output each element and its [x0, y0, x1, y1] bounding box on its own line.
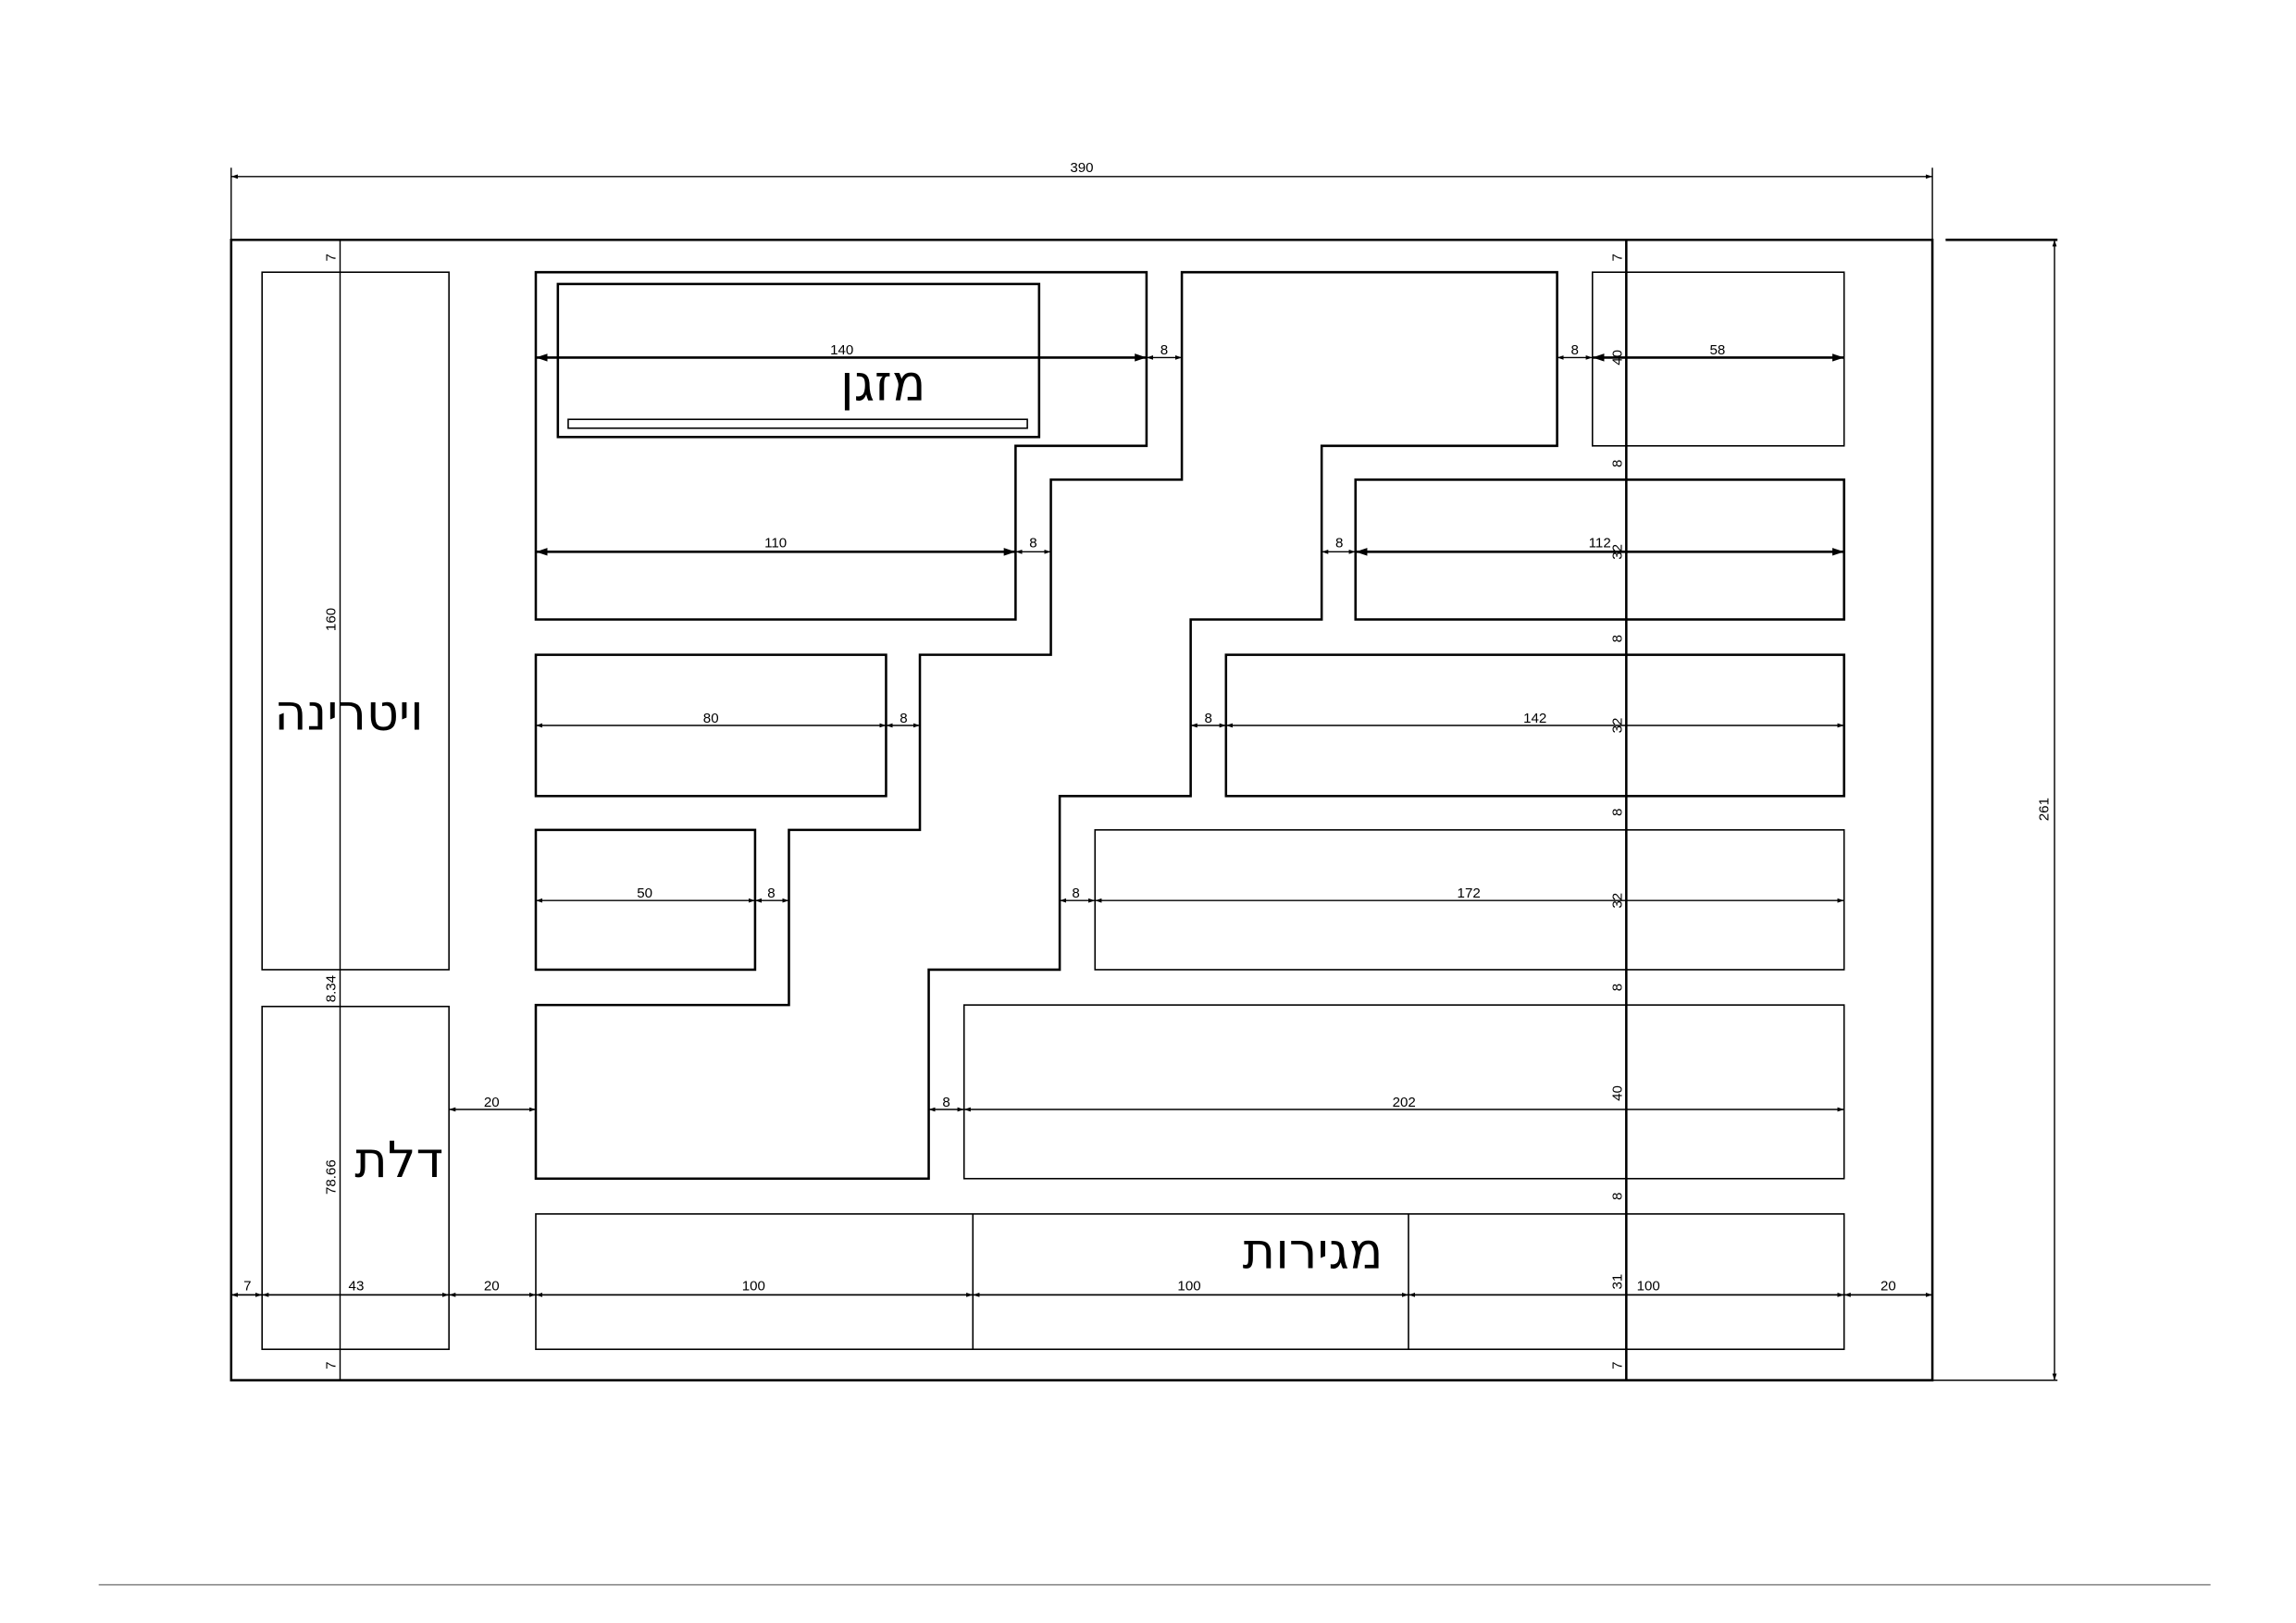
dim-label: 32	[1610, 544, 1626, 560]
dim-label: 7	[324, 1362, 340, 1369]
dim-label: 8	[1570, 342, 1578, 358]
dim-label: 7	[243, 1279, 251, 1295]
dim-label: 40	[1610, 1085, 1626, 1101]
horizontal-dimensions: 140 8 110 8 80 8 50 8 20 8 58 8 112 8 14…	[230, 342, 1933, 1297]
dim-label: 8	[1610, 460, 1626, 467]
dim-label: 8	[900, 711, 907, 726]
left-vertical-dimension: 7 160 8.34 78.66 7	[324, 240, 341, 1381]
central-stepped-panel	[534, 270, 1558, 1181]
dim-label: 20	[484, 1279, 500, 1295]
ac-vent	[567, 418, 1028, 429]
dim-label: 100	[1637, 1279, 1660, 1295]
total-width-dimension: 390	[230, 160, 1933, 241]
dim-label: 8	[1610, 809, 1626, 816]
dim-label: 100	[1177, 1279, 1200, 1295]
dim-label: 7	[1610, 254, 1626, 261]
vitrine-label: ויטרינה	[274, 684, 423, 742]
dim-label: 7	[1610, 1362, 1626, 1369]
room-outline	[230, 238, 1934, 1381]
door	[261, 1005, 450, 1351]
shelf-58	[1591, 271, 1845, 447]
dim-label: 8	[942, 1095, 949, 1110]
dim-label: 112	[1589, 536, 1611, 551]
dim-label: 40	[1610, 350, 1626, 365]
drawers-unit	[535, 1213, 1845, 1351]
dim-label: 160	[324, 608, 340, 631]
dim-label: 8	[767, 886, 775, 901]
dim-label: 32	[1610, 718, 1626, 734]
dim-label: 50	[637, 886, 652, 901]
dim-label: 8	[1072, 886, 1079, 901]
dim-label: 8	[1610, 984, 1626, 991]
total-height-dimension: 261	[1932, 238, 2058, 1381]
dim-label: 100	[742, 1279, 765, 1295]
dim-label: 142	[1523, 711, 1546, 726]
dim-label: 8	[1335, 536, 1343, 551]
dim-label: 110	[764, 536, 787, 551]
dim-label: 58	[1710, 342, 1726, 358]
door-label: דלת	[354, 1131, 443, 1189]
dim-label: 7	[324, 254, 340, 261]
total-height-label: 261	[2037, 798, 2053, 821]
dim-label: 20	[484, 1095, 500, 1110]
dim-label: 8	[1160, 342, 1168, 358]
dim-label: 8	[1610, 1193, 1626, 1200]
dim-label: 8	[1204, 711, 1211, 726]
ac-unit	[556, 282, 1041, 439]
dim-label: 8	[1029, 536, 1036, 551]
dim-label: 31	[1610, 1274, 1626, 1290]
dim-label: 43	[349, 1279, 365, 1295]
vitrine-cabinet	[261, 271, 450, 971]
total-width-label: 390	[1070, 160, 1093, 176]
dim-label: 172	[1458, 886, 1481, 901]
dim-label: 140	[830, 342, 853, 358]
ac-wall-unit	[534, 270, 1148, 621]
dim-label: 8	[1610, 635, 1626, 642]
right-vertical-dimension: 7 40 8 32 8 32 8 32 8 40 8 31 7	[1610, 240, 1628, 1381]
dim-label: 80	[703, 711, 719, 726]
drawers-label: מגירות	[1243, 1222, 1384, 1281]
dim-label: 20	[1880, 1279, 1896, 1295]
dim-label: 32	[1610, 893, 1626, 909]
shelf-202	[962, 1004, 1845, 1180]
dim-label: 202	[1393, 1095, 1416, 1110]
dim-label: 78.66	[324, 1159, 340, 1195]
ac-label: מזגן	[840, 354, 925, 413]
dim-label: 8.34	[324, 975, 340, 1002]
